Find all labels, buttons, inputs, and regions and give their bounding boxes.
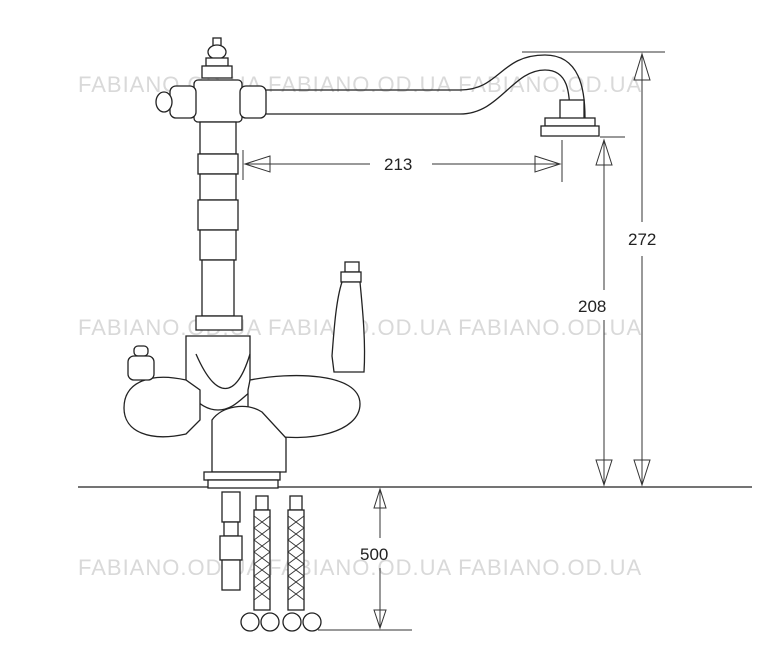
watermark-bottom: FABIANO.OD.UA FABIANO.OD.UA FABIANO.OD.U… [78, 555, 642, 580]
faucet-column [195, 121, 243, 331]
faucet-drawing [123, 37, 600, 632]
mounting-stud [219, 491, 243, 591]
top-finial [201, 37, 233, 79]
total-height-value: 272 [628, 230, 656, 249]
left-knob [127, 345, 155, 381]
hose-length-value: 500 [360, 545, 388, 564]
dimension-hose-length: 500 [318, 487, 412, 631]
hose-left [240, 495, 280, 632]
dimension-total-height: 272 [522, 51, 665, 487]
faucet-body [123, 335, 361, 489]
dimension-spout-reach: 213 [242, 140, 563, 182]
dimension-spout-height: 208 [578, 136, 625, 487]
spout-reach-value: 213 [384, 155, 412, 174]
spout-height-value: 208 [578, 297, 606, 316]
hose-right [282, 495, 322, 632]
lever-handle [331, 261, 366, 373]
spout-arm [262, 54, 600, 137]
